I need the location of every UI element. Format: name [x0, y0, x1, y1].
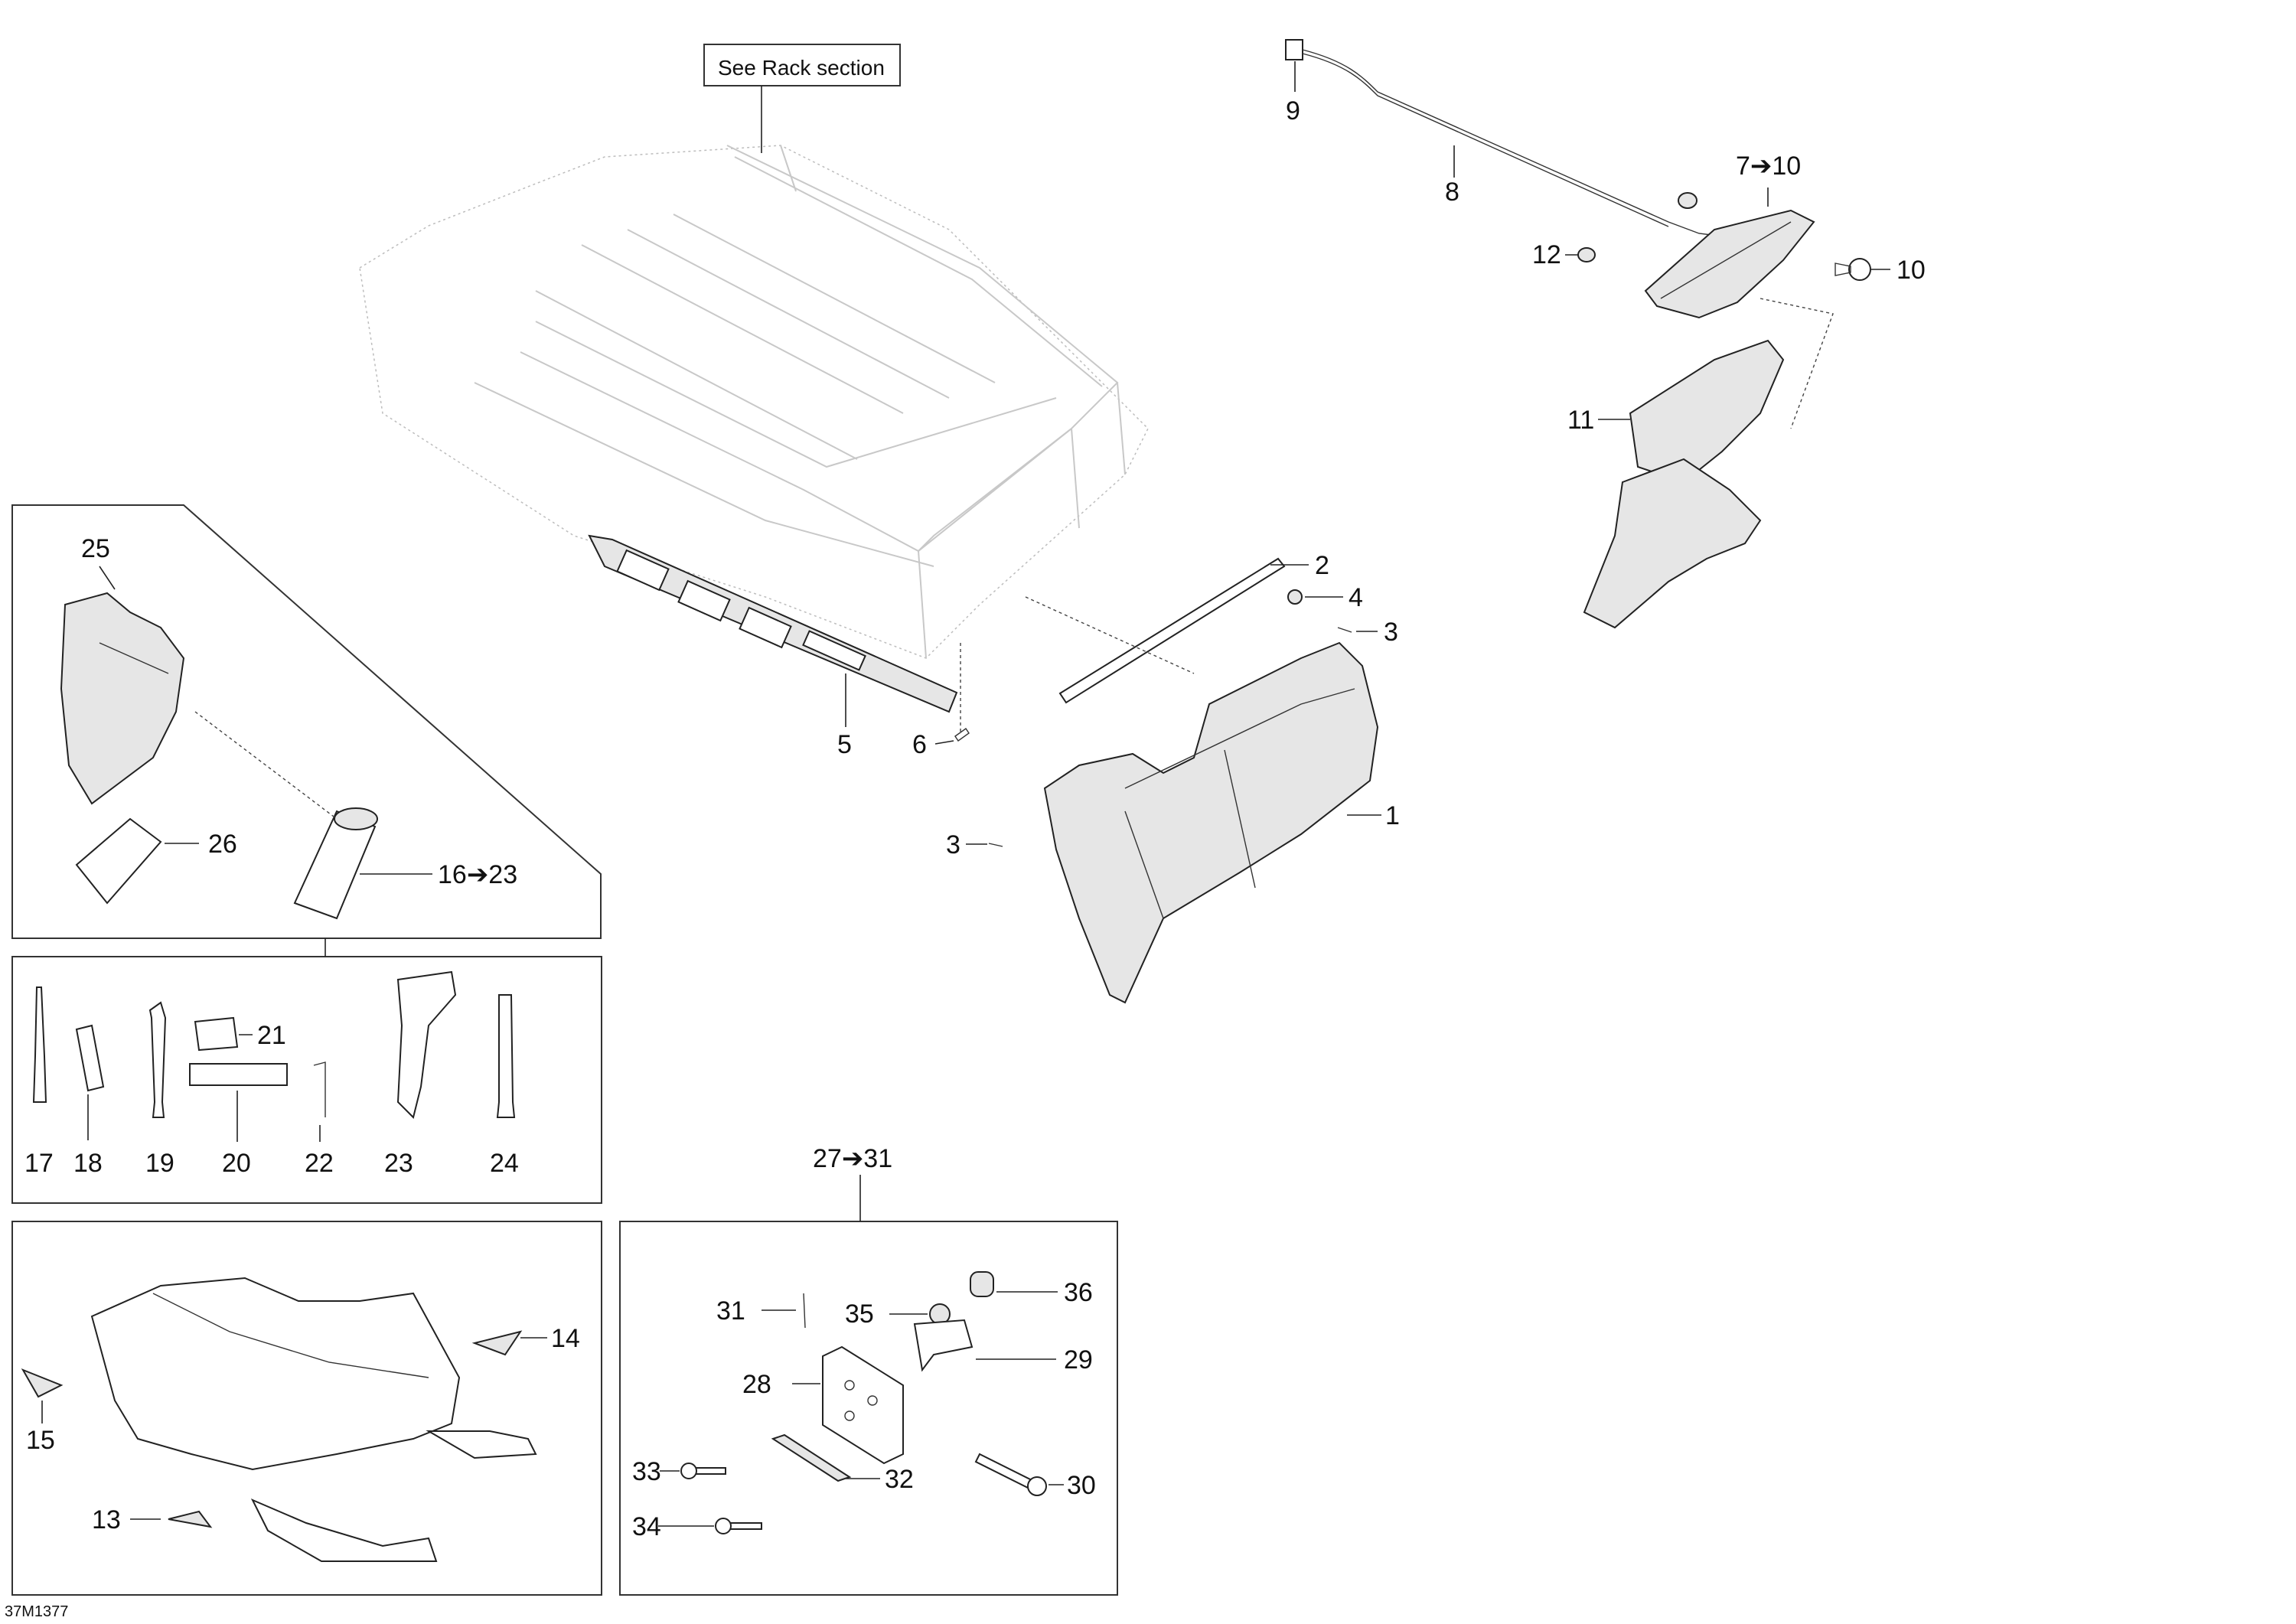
callout-6: 6: [912, 730, 927, 759]
callout-28: 28: [742, 1370, 771, 1399]
part-28-plate: [792, 1345, 904, 1465]
part-11-housing: [1583, 298, 1834, 629]
part-8-harness: [1302, 49, 1730, 238]
callout-8: 8: [1445, 178, 1459, 207]
part-35-nut: [889, 1303, 951, 1325]
part-30-bolt: [974, 1453, 1064, 1496]
part-7-taillight: [1644, 188, 1815, 319]
inset-tools-box: [11, 938, 602, 1204]
part-2-strip: [1025, 557, 1309, 704]
figure-code: 37M1377: [5, 1603, 68, 1620]
callout-7: 7➔10: [1736, 152, 1801, 181]
callout-19: 19: [145, 1149, 174, 1178]
part-34-bolt: [658, 1518, 762, 1534]
callout-12: 12: [1532, 240, 1561, 269]
part-33-bolt: [660, 1463, 726, 1479]
part-17-screwdriver: [32, 986, 47, 1103]
ghost-rack: [359, 145, 1149, 659]
callout-22: 22: [305, 1149, 334, 1178]
callout-11: 11: [1567, 406, 1594, 435]
part-3-screw-bottom: [966, 843, 1003, 847]
part-20-spare-belt-tool: [189, 1063, 288, 1142]
part-23-spanner: [396, 970, 457, 1119]
callout-1: 1: [1385, 801, 1400, 830]
callout-2: 2: [1315, 551, 1329, 580]
callout-27: 27➔31: [813, 1144, 892, 1173]
callout-34: 34: [632, 1512, 661, 1541]
reference-text: See Rack section: [718, 56, 885, 80]
callout-4: 4: [1349, 583, 1363, 612]
part-4-nut: [1287, 589, 1343, 605]
callout-15: 15: [26, 1426, 55, 1455]
callout-18: 18: [73, 1149, 103, 1178]
callout-25: 25: [81, 534, 110, 563]
callout-10: 10: [1896, 256, 1926, 285]
callout-23: 23: [384, 1149, 413, 1178]
part-13-decal: [130, 1510, 213, 1528]
part-19-wrench: [148, 1001, 167, 1118]
callout-26: 26: [208, 830, 237, 859]
part-9-connector: [1285, 39, 1303, 92]
callout-21: 21: [257, 1021, 286, 1050]
vehicle-outline: [90, 1277, 537, 1562]
part-36-bushing: [970, 1271, 1058, 1297]
callout-30: 30: [1067, 1471, 1096, 1500]
part-22-hex-key: [313, 1061, 326, 1142]
callout-29: 29: [1064, 1345, 1093, 1375]
callout-20: 20: [222, 1149, 251, 1178]
part-10-bulb: [1835, 258, 1890, 281]
part-15-decal: [21, 1368, 64, 1423]
callout-33: 33: [632, 1457, 661, 1486]
part-26-strap: [75, 817, 199, 905]
part-32-spacer: [771, 1433, 880, 1482]
part-14-decal: [471, 1330, 547, 1356]
callout-32: 32: [885, 1465, 914, 1494]
part-5-side-panel: [588, 534, 958, 727]
part-16-tool-tube: [194, 711, 432, 920]
part-29-bracket: [913, 1319, 1056, 1372]
callout-labels: 1 2 3 3 4 5 6 7➔10 8 9 10 11 12 13 14 15…: [24, 96, 1926, 1541]
callout-14: 14: [551, 1324, 580, 1353]
callout-17: 17: [24, 1149, 54, 1178]
callout-35: 35: [845, 1300, 874, 1329]
part-6-rivet: [934, 643, 970, 745]
part-31-pin: [762, 1293, 806, 1329]
inset-toolkit-box: [11, 504, 602, 939]
part-25-toolkit-holder: [60, 566, 185, 805]
part-18-socket: [75, 1024, 105, 1140]
callout-3-lower: 3: [946, 830, 960, 859]
part-12-grommet: [1565, 192, 1698, 263]
part-1-snowflap: [1043, 641, 1381, 1004]
inset-hitch-box: [619, 1175, 1118, 1596]
callout-5: 5: [837, 730, 852, 759]
inset-vehicle-box: [11, 1221, 602, 1596]
part-24-wrench: [496, 994, 516, 1118]
callout-24: 24: [490, 1149, 519, 1178]
callout-31: 31: [716, 1296, 745, 1326]
reference-box: See Rack section: [703, 44, 901, 153]
part-3-screw-top: [1337, 627, 1378, 633]
callout-3-upper: 3: [1384, 618, 1398, 647]
callout-9: 9: [1286, 96, 1300, 126]
callout-13: 13: [92, 1505, 121, 1534]
callout-16: 16➔23: [438, 860, 517, 889]
callout-36: 36: [1064, 1278, 1093, 1307]
part-21-clip: [194, 1016, 253, 1052]
